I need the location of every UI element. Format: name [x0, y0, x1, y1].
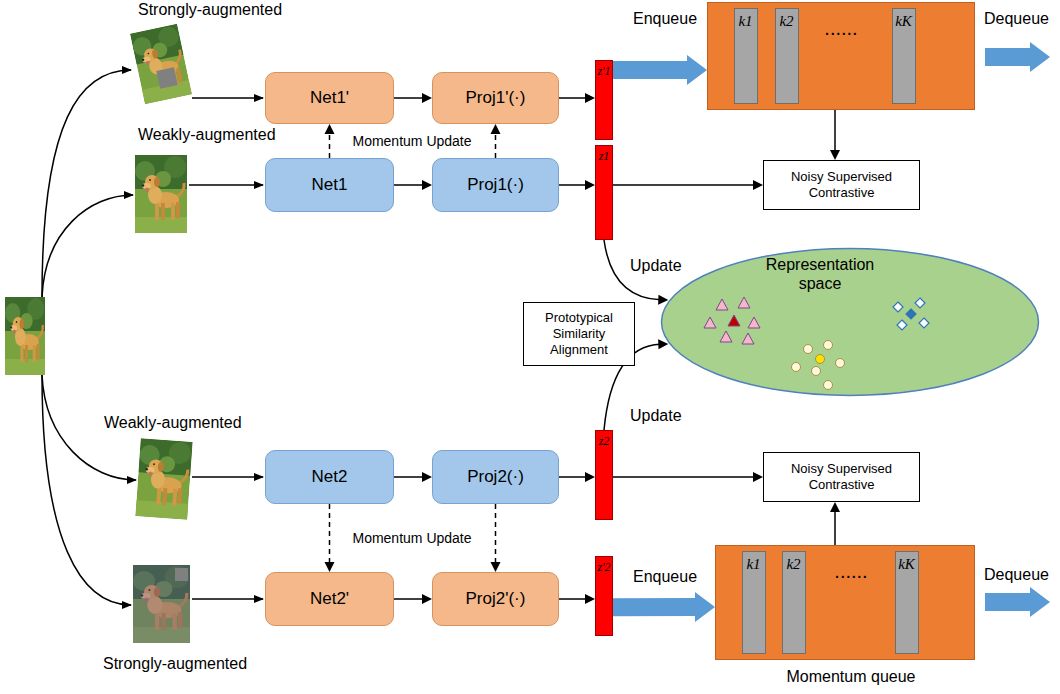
node-label: Net2: [312, 467, 348, 487]
node-label: Proj2(·): [467, 467, 524, 487]
connector: [325, 124, 335, 158]
annotation-label: Strongly-augmented: [101, 655, 249, 673]
momentum-projection-box: Proj1'(·): [432, 72, 559, 124]
loss-box: Noisy Supervised Contrastive: [763, 452, 920, 502]
edge-label: Update: [628, 407, 684, 425]
annotation-label: Dequeue: [982, 566, 1051, 584]
input-image: [5, 297, 45, 375]
weak-augmented-image: [135, 155, 187, 233]
loss-box: Noisy Supervised Contrastive: [763, 160, 920, 210]
momentum-queue: ...... k1 k2 kK: [707, 2, 975, 110]
annotation-label: Strongly-augmented: [136, 1, 284, 19]
augmentation-arrows: [42, 70, 263, 605]
connector: [325, 504, 335, 572]
node-label: Prototypical Similarity Alignment: [530, 310, 628, 359]
representation-space: Representation space: [660, 247, 1040, 397]
queue-key: k1: [742, 551, 766, 654]
momentum-queue: ......Momentum queuek1k2kK: [715, 545, 975, 660]
feature-bar: z'1: [595, 60, 613, 140]
connector: [559, 93, 595, 103]
connector: [559, 180, 595, 190]
strong-augmented-image: [130, 24, 192, 104]
node-label: Net1: [312, 175, 348, 195]
feature-bar: z'2: [595, 556, 613, 636]
annotation-label: Momentum Update: [350, 530, 473, 546]
momentum-network-box: Net2': [265, 572, 394, 626]
connector: [394, 93, 432, 103]
edge-label: Update: [628, 257, 684, 275]
node-label: Net2': [310, 589, 349, 609]
node-label: Noisy Supervised Contrastive: [770, 169, 913, 202]
weak-augmented-image: [135, 438, 192, 519]
node-label: Proj2'(·): [466, 589, 526, 609]
edge-label: Enqueue: [631, 10, 699, 28]
edge-label: Enqueue: [631, 568, 699, 586]
momentum-projection-box: Proj2'(·): [432, 572, 559, 626]
node-label: k2: [783, 556, 805, 573]
node-label: Noisy Supervised Contrastive: [770, 461, 913, 494]
connector: [491, 124, 501, 158]
node-label: Proj1'(·): [466, 88, 526, 108]
connector: [830, 110, 840, 160]
network-box: Net2: [265, 450, 394, 504]
node-label: k1: [735, 13, 757, 30]
momentum-network-box: Net1': [265, 72, 394, 124]
projection-box: Proj1(·): [432, 158, 559, 212]
node-label: Momentum queue: [787, 668, 916, 686]
feature-bar: z2: [595, 430, 613, 520]
alignment-box: Prototypical Similarity Alignment: [523, 302, 635, 366]
annotation-label: Momentum Update: [350, 133, 473, 149]
connector: [394, 594, 432, 604]
feature-points: [704, 297, 929, 390]
node-label: kK: [893, 13, 915, 30]
node-label: z2: [596, 434, 612, 449]
queue-key: k2: [782, 551, 806, 654]
node-label: k1: [743, 556, 765, 573]
node-label: ......: [834, 560, 867, 583]
queue-key: k1: [734, 8, 758, 104]
queue-key: k2: [775, 8, 799, 104]
node-label: kK: [896, 556, 918, 573]
connector: [613, 592, 715, 622]
node-label: Representation space: [755, 255, 885, 293]
node-label: z'1: [596, 64, 612, 79]
network-box: Net1: [265, 158, 394, 212]
feature-bar: z1: [595, 145, 613, 240]
node-label: Proj1(·): [467, 175, 524, 195]
connector: [613, 472, 763, 482]
node-label: z1: [596, 149, 612, 164]
strong-augmented-image: [133, 565, 190, 643]
connector: [613, 180, 763, 190]
connector: [613, 55, 707, 85]
annotation-label: Weakly-augmented: [102, 414, 244, 432]
projection-box: Proj2(·): [432, 450, 559, 504]
connector: [559, 594, 595, 604]
connector: [394, 472, 432, 482]
connector: [394, 180, 432, 190]
node-label: Net1': [310, 88, 349, 108]
node-label: k2: [776, 13, 798, 30]
connector: [559, 472, 595, 482]
queue-key: kK: [895, 551, 919, 654]
node-label: ......: [824, 17, 857, 40]
connector: [491, 504, 501, 572]
node-label: z'2: [596, 560, 612, 575]
connector: [830, 502, 840, 545]
annotation-label: Weakly-augmented: [136, 126, 278, 144]
annotation-label: Dequeue: [982, 10, 1051, 28]
queue-key: kK: [892, 8, 916, 104]
